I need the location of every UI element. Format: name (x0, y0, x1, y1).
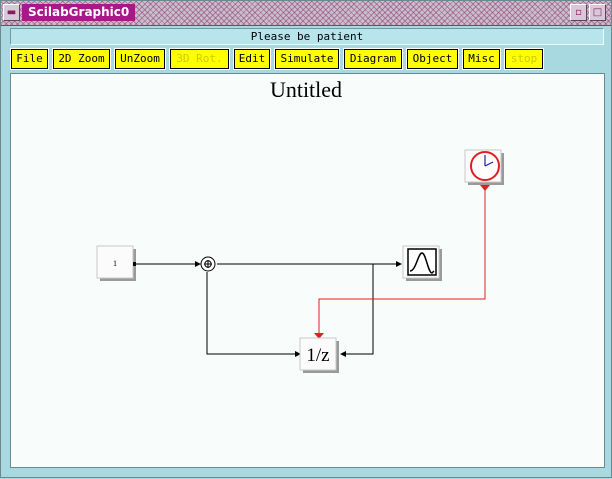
clock-output-port (480, 185, 490, 191)
menu-misc[interactable]: Misc (462, 48, 501, 70)
menu-stop[interactable]: stop (504, 48, 544, 70)
delay-block-label: 1/z (306, 345, 329, 366)
window-menu-button[interactable]: ▬ (3, 4, 20, 21)
activation-arrow-head (314, 333, 324, 339)
maximize-icon: □ (592, 7, 603, 18)
menu-edit[interactable]: Edit (233, 48, 271, 70)
maximize-button[interactable]: □ (589, 4, 606, 21)
menu-3d-rot[interactable]: 3D Rot. (169, 48, 230, 70)
menu-unzoom[interactable]: UnZoom (114, 48, 166, 70)
clock-block[interactable] (464, 149, 504, 185)
activation-link-clock-to-delay[interactable] (318, 188, 486, 335)
window-menu-icon: ▬ (6, 7, 17, 18)
delay-block[interactable]: 1/z (299, 337, 339, 373)
clock-icon (470, 151, 500, 181)
link-split-to-delay[interactable] (340, 264, 374, 357)
title-bar[interactable]: ▬ ScilabGraphic0 ▫ □ (1, 1, 611, 26)
plus-circle-icon (204, 260, 212, 268)
status-message: Please be patient (10, 28, 604, 45)
menu-2d-zoom[interactable]: 2D Zoom (52, 48, 111, 70)
constant-block-label: 1 (113, 259, 117, 268)
constant-block[interactable]: 1 (96, 245, 136, 281)
scope-waveform-icon (407, 248, 437, 276)
menu-diagram[interactable]: Diagram (343, 48, 403, 70)
sum-block[interactable] (200, 256, 216, 272)
diagram-title: Untitled (269, 77, 343, 102)
menu-object[interactable]: Object (406, 48, 459, 70)
scope-block[interactable] (402, 245, 442, 281)
menu-file[interactable]: File (10, 48, 49, 70)
menu-simulate[interactable]: Simulate (274, 48, 340, 70)
minimize-icon: ▫ (575, 7, 582, 18)
window-title: ScilabGraphic0 (22, 4, 136, 21)
link-delay-to-sum[interactable] (206, 272, 301, 355)
minimize-button[interactable]: ▫ (570, 4, 587, 21)
